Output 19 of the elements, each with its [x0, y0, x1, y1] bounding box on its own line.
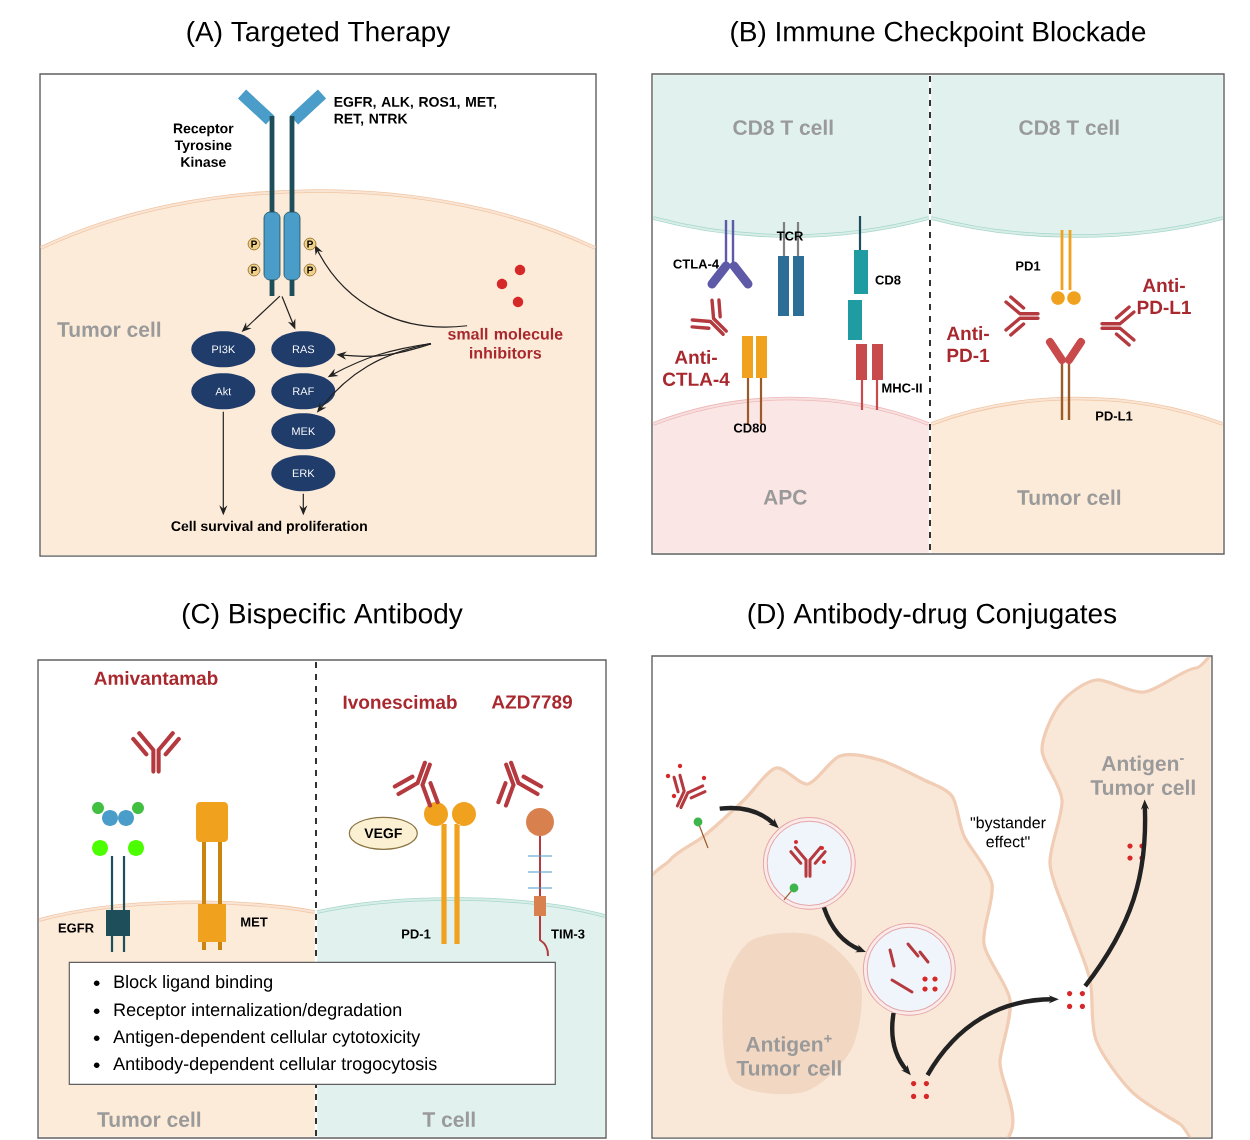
payload-dots-icon	[1067, 991, 1085, 1009]
list-item: Block ligand binding	[114, 974, 272, 992]
drug-label: Amivantamab	[94, 671, 218, 685]
payload-dots-icon	[911, 1081, 929, 1099]
panel-title: (D) Antibody-drug Conjugates	[748, 602, 1117, 630]
drug-label: Anti-PD-1	[946, 326, 990, 362]
vesicle-drawing	[762, 816, 856, 910]
inhibitor-label: small molecule inhibitors	[448, 327, 563, 359]
drug-label: Anti-PD-L1	[1137, 278, 1191, 314]
list-box	[68, 961, 556, 1085]
receptor-drawing	[236, 88, 328, 299]
antibody-drug-conjugate-drawing	[665, 763, 709, 849]
panel-title: (A) Targeted Therapy	[187, 20, 451, 48]
t-cell: CD8 T cell	[930, 75, 1224, 238]
drug-label: Ivonescimab	[343, 695, 457, 709]
panel-title: (C) Bispecific Antibody	[182, 602, 463, 630]
lysosome-drawing	[862, 922, 956, 1016]
panel-title: (B) Immune Checkpoint Blockade	[731, 20, 1146, 48]
drug-label: AZD7789	[491, 695, 572, 709]
